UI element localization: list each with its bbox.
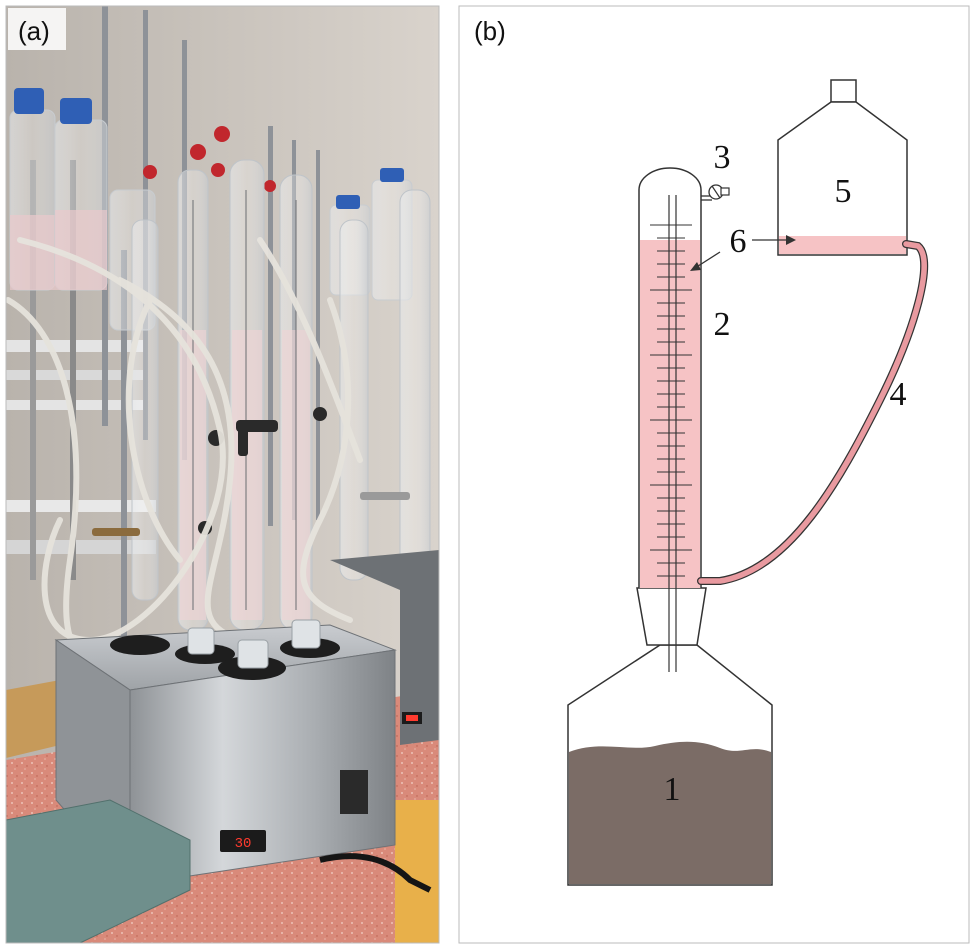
- red-stoppers: [143, 126, 276, 192]
- panel-a-border: [5, 5, 440, 944]
- water-bath: [54, 619, 397, 887]
- label-6: 6: [730, 223, 747, 260]
- cardboard-box: [6, 680, 60, 758]
- power-cable: [319, 853, 432, 893]
- arrow-head-left: [690, 262, 701, 271]
- display-reading: 30: [235, 836, 252, 852]
- bath-vent: [340, 770, 368, 814]
- panel-a-label-bg: [8, 8, 66, 50]
- graduated-column: 2: [638, 167, 731, 588]
- panel-a-photo: 30 (a): [6, 6, 439, 943]
- liquid-level-marker: 6: [690, 223, 796, 271]
- connecting-tube: 4: [697, 240, 929, 585]
- rubber-stopper: [636, 587, 707, 646]
- valve: 3: [701, 139, 731, 201]
- reservoir-bottle: 5: [777, 79, 908, 256]
- label-5: 5: [835, 173, 852, 210]
- label-3: 3: [714, 139, 731, 176]
- graduation-scale: [650, 224, 692, 577]
- silicone-tubing: [6, 237, 363, 666]
- panel-b-schematic: (b) 1 2 3: [458, 5, 970, 944]
- stand-base: [6, 799, 191, 943]
- sample-bottle: 1: [567, 644, 773, 886]
- reservoir-neck: [830, 79, 857, 103]
- clamps: [92, 407, 410, 536]
- reservoir-bottles: [9, 88, 413, 331]
- arrow-to-column: [694, 251, 721, 269]
- reservoir-liquid: [779, 236, 906, 254]
- panel-b-label: (b): [474, 16, 506, 46]
- background-shelving: [6, 160, 156, 580]
- temperature-display: 30: [220, 830, 266, 852]
- column-liquid: [640, 240, 700, 588]
- background-bath: [330, 550, 439, 745]
- soil-sample: [569, 741, 771, 884]
- label-4: 4: [890, 376, 907, 413]
- label-2: 2: [714, 306, 731, 343]
- panel-a-label: (a): [18, 16, 50, 46]
- arrow-head-right: [786, 235, 796, 245]
- label-1: 1: [664, 771, 681, 808]
